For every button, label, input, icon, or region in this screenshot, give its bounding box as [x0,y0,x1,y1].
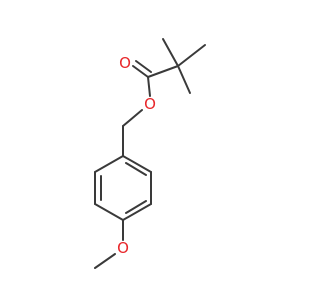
bond-quaternary-to-methyl-bottom [177,65,191,94]
ester-oxygen-label: O [144,95,156,113]
bond-carbonyl-carbon-to-ester-oxygen [147,76,151,97]
bond-ether-oxygen-to-methyl [94,253,116,269]
bond-ester-oxygen-to-methylene [122,109,143,127]
bond-quaternary-to-methyl-right [177,44,206,67]
molecule-structure: O O O [94,38,206,269]
carbonyl-oxygen-label: O [119,54,131,72]
bond-quaternary-to-carbonyl-carbon [147,65,179,78]
ring-bond-6 [122,155,152,173]
ether-oxygen-label: O [117,239,129,257]
bond-quaternary-to-methyl-top [162,38,179,67]
ring-bond-1 [94,155,124,173]
ring-bond-3 [94,203,124,221]
ring-inner-double-bottom [125,200,147,214]
bond-carbonyl-double-a [132,65,149,78]
bond-carbonyl-double-b [135,60,152,73]
ring-inner-double-top [125,162,147,176]
ring-bond-4 [122,203,152,221]
